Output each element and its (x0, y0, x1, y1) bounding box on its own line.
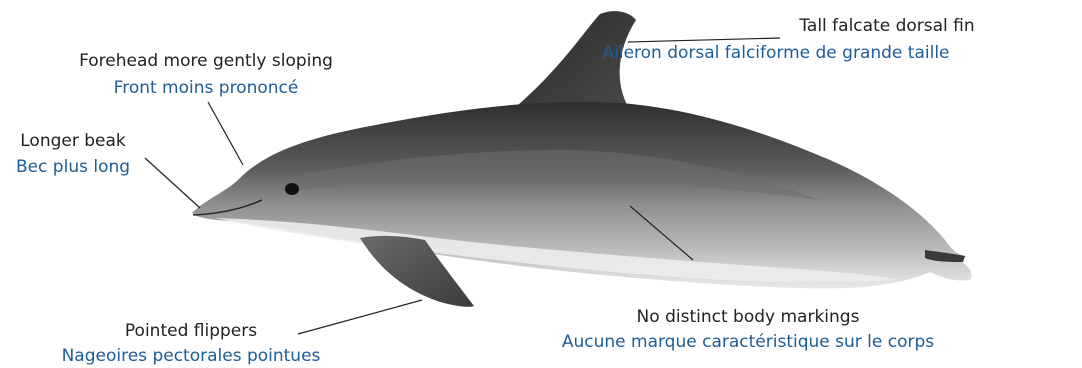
body-label-en: No distinct body markings (637, 306, 860, 328)
leader-line-forehead (208, 102, 243, 165)
leader-line-flippers (298, 300, 422, 334)
body-label-fr: Aucune marque caractéristique sur le cor… (562, 331, 934, 353)
flippers-label-fr: Nageoires pectorales pointues (62, 345, 321, 367)
beak-label-en: Longer beak (20, 130, 126, 152)
forehead-label-en: Forehead more gently sloping (79, 50, 333, 72)
flippers-label-en: Pointed flippers (125, 320, 257, 342)
leader-line-beak (145, 158, 200, 208)
dorsal-fin-label-fr: Aileron dorsal falciforme de grande tail… (603, 42, 950, 64)
forehead-label-fr: Front moins prononcé (114, 77, 299, 99)
eye (285, 183, 299, 195)
dorsal-fin-label-en: Tall falcate dorsal fin (799, 15, 974, 37)
beak-label-fr: Bec plus long (16, 156, 130, 178)
